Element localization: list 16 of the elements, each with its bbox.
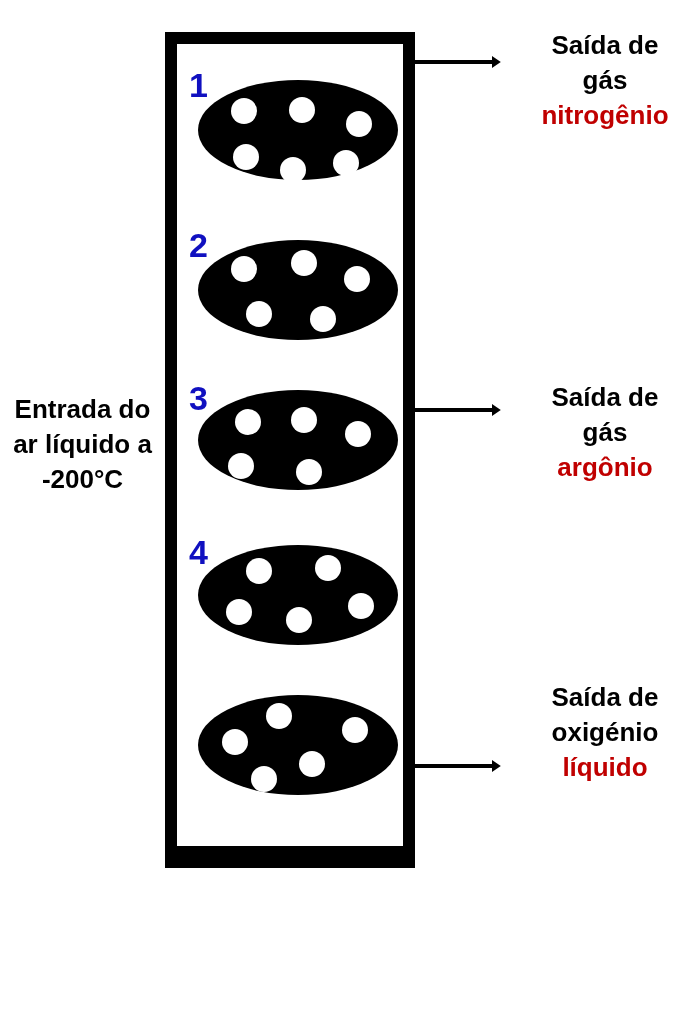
arrow (415, 56, 501, 68)
tray-number: 2 (189, 227, 208, 263)
tray-number: 3 (189, 380, 208, 416)
tray-number: 1 (189, 67, 208, 103)
arrow (415, 404, 501, 416)
product-label: argônio (556, 451, 654, 484)
outlet-label: Saída de oxigénio (550, 681, 660, 749)
product-label: nitrogênio (540, 99, 670, 132)
product-label: líquido (561, 751, 649, 784)
arrow (415, 760, 501, 772)
outlet-label: Saída de gás (550, 29, 660, 97)
tray-number: 4 (189, 534, 208, 570)
column-drawing (165, 32, 415, 868)
outlet-label: Saída de gás (550, 381, 660, 449)
tray-drawing (198, 695, 398, 795)
inlet-label: Entrada do ar líquido a -200°C (12, 393, 153, 496)
